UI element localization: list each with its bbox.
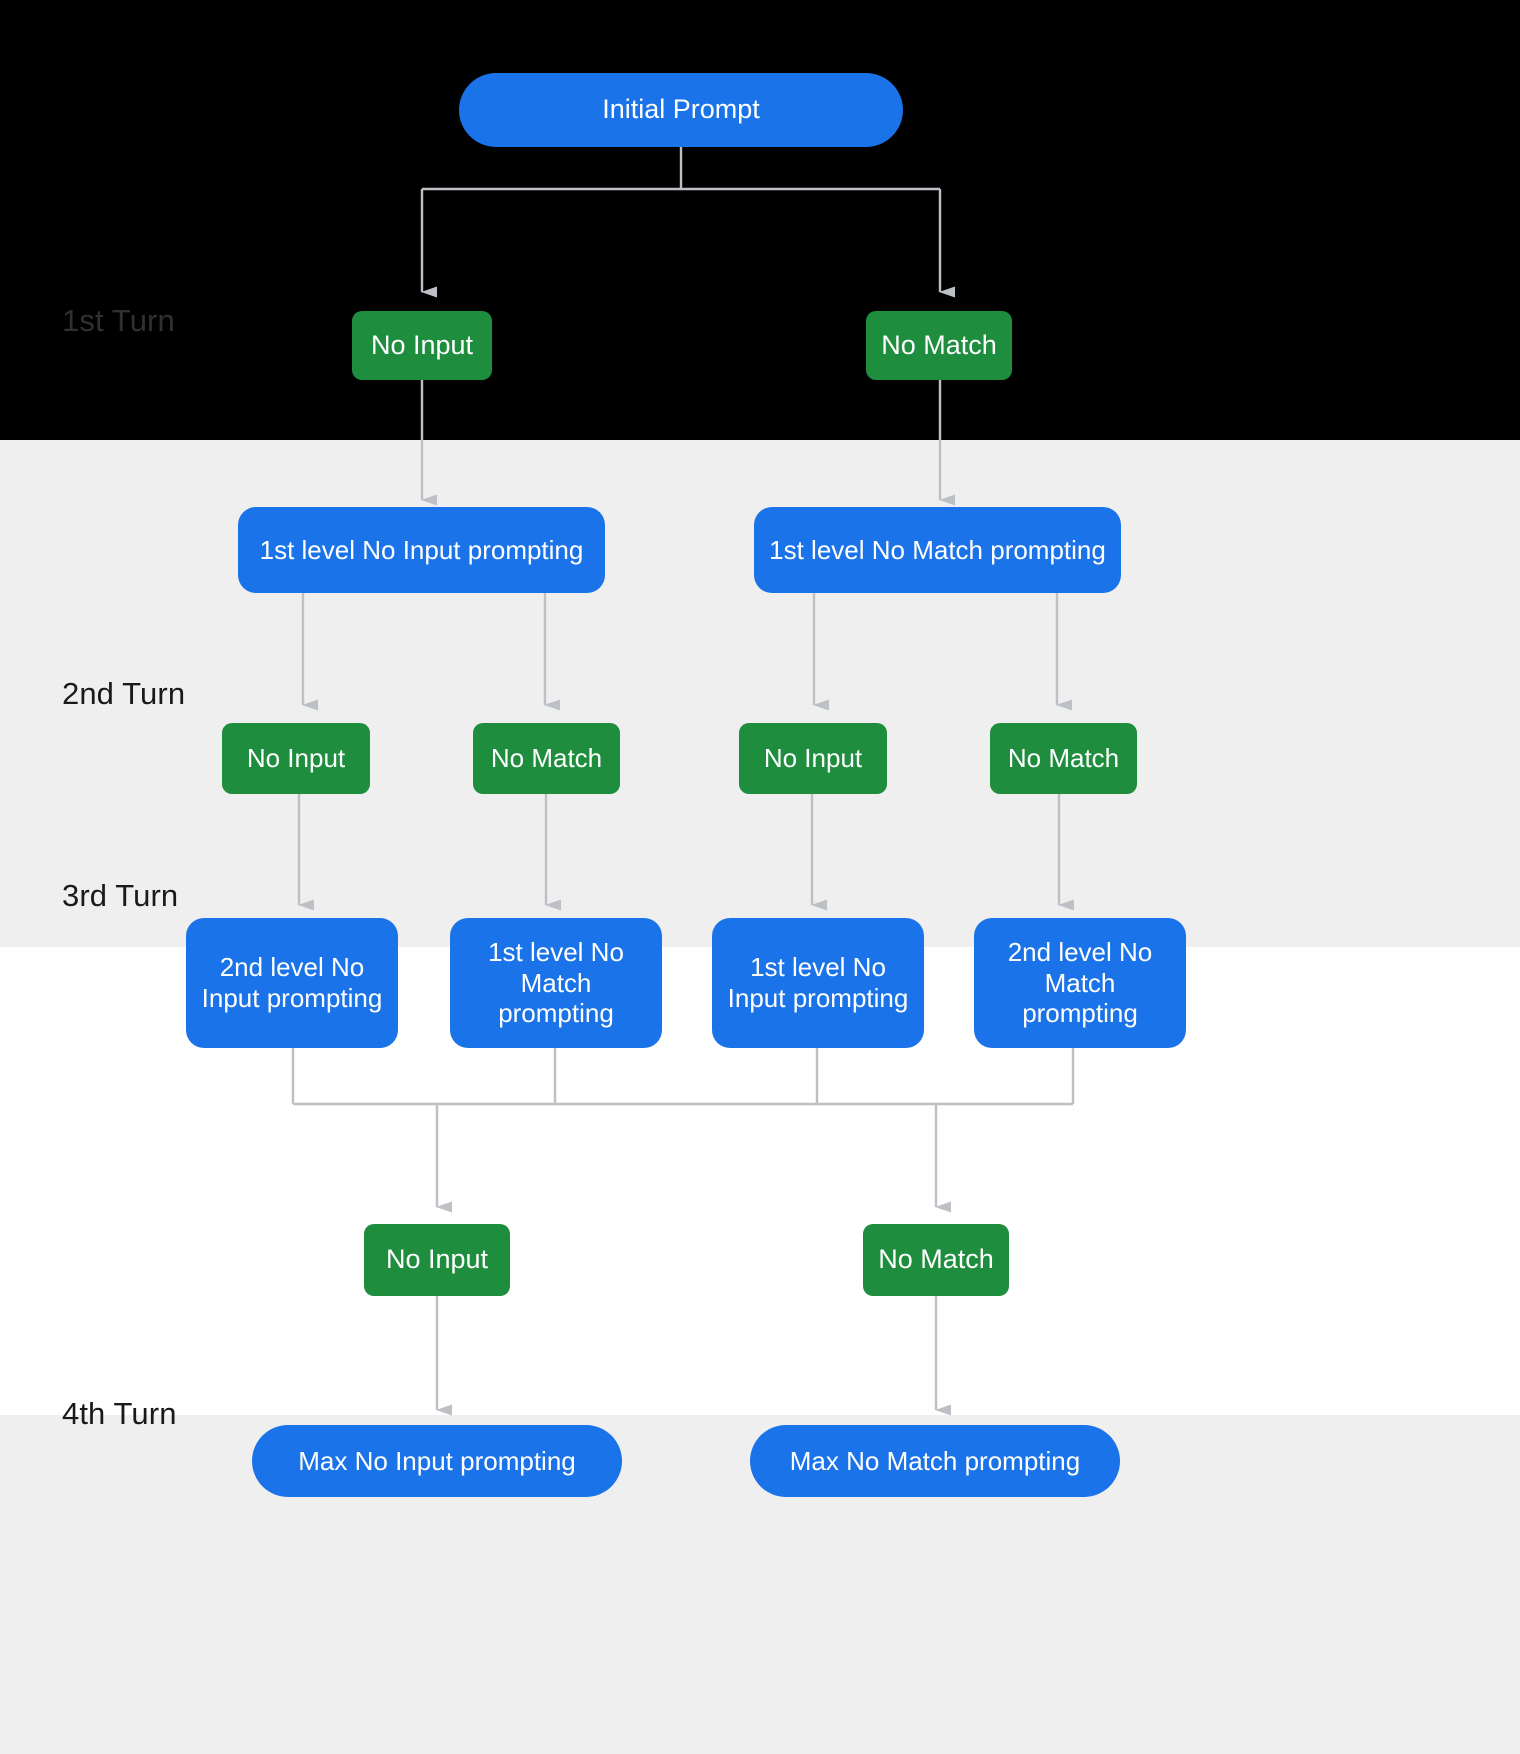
node-3rd-turn-1st-level-no-match-prompting[interactable]: 1st level No Match prompting [450,918,662,1048]
node-2nd-turn-no-input-a[interactable]: No Input [222,723,370,794]
turn-label-3rd: 3rd Turn [62,878,179,913]
node-initial-prompt[interactable]: Initial Prompt [459,73,903,147]
node-3rd-turn-2nd-level-no-match-prompting[interactable]: 2nd level No Match prompting [974,918,1186,1048]
node-3rd-turn-2nd-level-no-input-prompting[interactable]: 2nd level No Input prompting [186,918,398,1048]
node-4th-turn-max-no-input-prompting[interactable]: Max No Input prompting [252,1425,622,1497]
node-3rd-turn-1st-level-no-input-prompting[interactable]: 1st level No Input prompting [712,918,924,1048]
node-1st-turn-no-input[interactable]: No Input [352,311,492,380]
node-1st-turn-no-match[interactable]: No Match [866,311,1012,380]
node-2nd-turn-no-match-a[interactable]: No Match [473,723,620,794]
turn-label-2nd: 2nd Turn [62,676,186,711]
turn-label-4th: 4th Turn [62,1396,177,1431]
node-2nd-turn-no-input-b[interactable]: No Input [739,723,887,794]
node-2nd-turn-no-match-b[interactable]: No Match [990,723,1137,794]
node-2nd-turn-1st-level-no-match-prompting[interactable]: 1st level No Match prompting [754,507,1121,593]
node-3rd-turn-no-input[interactable]: No Input [364,1224,510,1296]
node-2nd-turn-1st-level-no-input-prompting[interactable]: 1st level No Input prompting [238,507,605,593]
node-3rd-turn-no-match[interactable]: No Match [863,1224,1009,1296]
turn-label-1st: 1st Turn [62,303,175,338]
node-4th-turn-max-no-match-prompting[interactable]: Max No Match prompting [750,1425,1120,1497]
